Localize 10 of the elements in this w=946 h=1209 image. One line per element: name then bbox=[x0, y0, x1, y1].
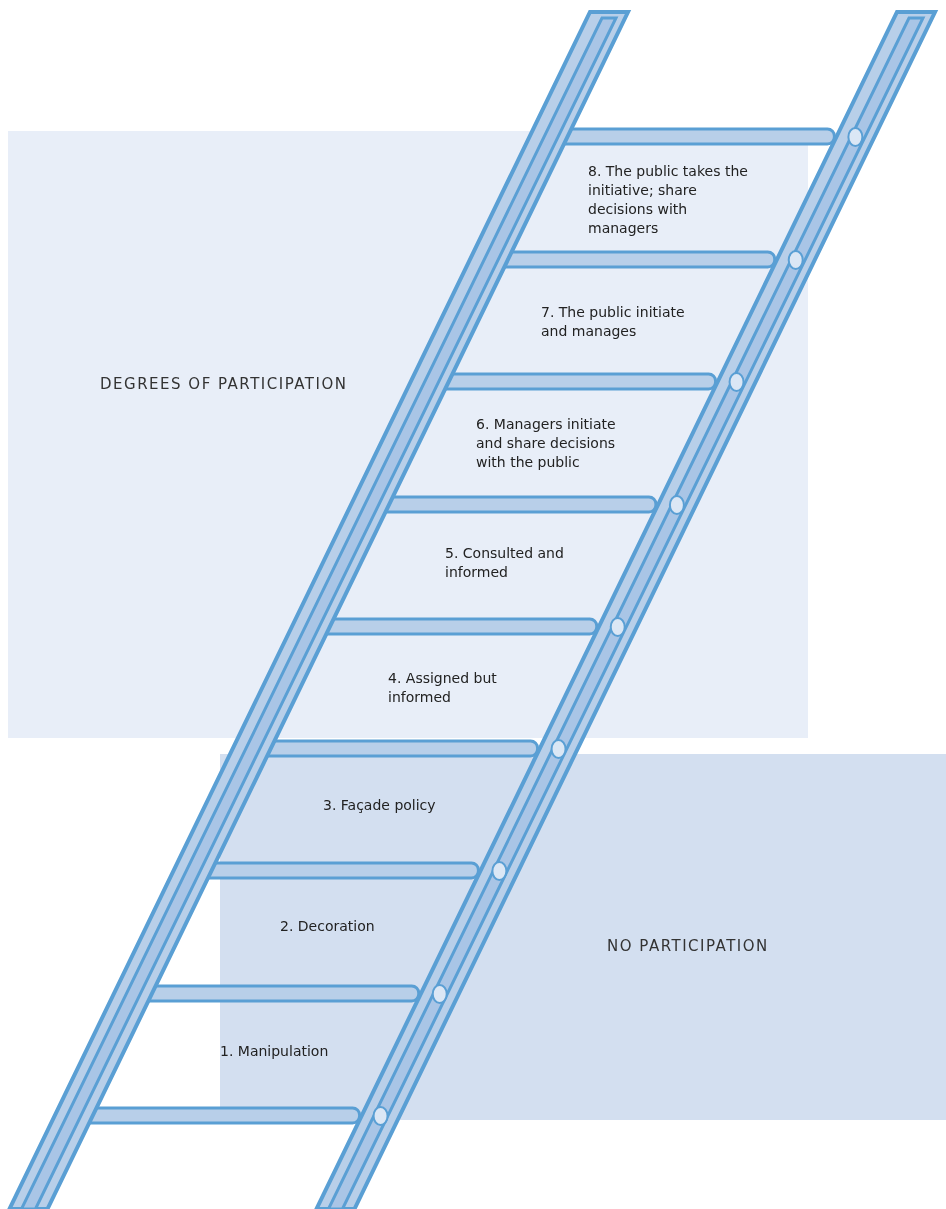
rung-label: 6. Managers initiate and share decisions with the public bbox=[476, 415, 617, 472]
rung-label: 1. Manipulation bbox=[220, 1042, 330, 1061]
rung-label: 3. Façade policy bbox=[323, 796, 437, 815]
rung-label: 2. Decoration bbox=[280, 917, 376, 936]
band-label: DEGREES OF PARTICIPATION bbox=[100, 375, 348, 393]
rung-label: 7. The public initiate and manages bbox=[541, 303, 686, 341]
rung-label: 5. Consulted and informed bbox=[445, 544, 565, 582]
rung-label: 8. The public takes the initiative; share decisions with managers bbox=[588, 162, 748, 238]
band-label: NO PARTICIPATION bbox=[607, 937, 769, 955]
rung-label: 4. Assigned but informed bbox=[388, 669, 498, 707]
